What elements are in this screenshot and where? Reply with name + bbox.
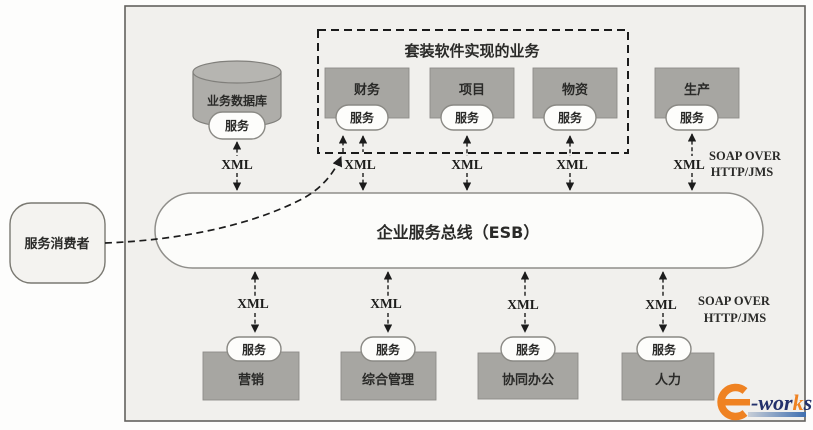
module-hr-label: 人力 <box>655 372 681 388</box>
xml-label: XML <box>556 157 588 172</box>
module-project: 项目 服务 <box>429 67 515 131</box>
module-finance-label: 财务 <box>354 82 381 98</box>
consumer-route-dashed-arrow <box>104 156 343 244</box>
module-hr: 服务 人力 <box>621 336 715 401</box>
soap-line2: HTTP/JMS <box>704 311 767 325</box>
module-office-label: 协同办公 <box>502 372 554 388</box>
xml-connector-finance: XML <box>338 135 376 191</box>
module-marketing-service-label: 服务 <box>242 342 267 357</box>
packaged-software-title: 套装软件实现的业务 <box>403 42 540 60</box>
module-finance: 财务 服务 <box>324 67 410 131</box>
xml-connector-hr: XML <box>645 271 677 333</box>
module-production-service-oval <box>665 104 719 131</box>
database-cylinder-top <box>192 60 282 84</box>
module-hr-service-oval <box>636 336 692 362</box>
module-office-service-oval <box>500 336 556 362</box>
xml-label: XML <box>221 157 253 172</box>
database-service-oval <box>208 111 266 140</box>
xml-connector-production: XML <box>673 133 705 191</box>
xml-label: XML <box>673 157 705 172</box>
module-admin-service-oval <box>360 336 416 362</box>
xml-connector-materials: XML <box>556 135 588 191</box>
soap-line1: SOAP OVER <box>698 294 771 308</box>
database-service-label: 服务 <box>225 118 250 133</box>
module-finance-service-oval <box>335 104 389 131</box>
eworks-logo: -works <box>717 383 812 421</box>
eworks-logo-e-icon <box>717 383 748 421</box>
xml-label: XML <box>370 296 402 311</box>
soap-note-top: SOAP OVER HTTP/JMS <box>709 149 782 179</box>
soap-note-bottom: SOAP OVER HTTP/JMS <box>698 294 771 325</box>
module-project-label: 项目 <box>459 83 485 98</box>
module-marketing-service-oval <box>226 336 282 362</box>
module-office-service-label: 服务 <box>516 342 541 357</box>
xml-connector-marketing: XML <box>237 271 269 333</box>
module-finance-service-label: 服务 <box>350 110 375 125</box>
eworks-logo-text: -works <box>751 390 812 415</box>
service-consumer: 服务消费者 <box>9 202 106 284</box>
xml-connector-database: XML <box>221 141 253 191</box>
packaged-software-group: 套装软件实现的业务 <box>317 29 629 154</box>
service-consumer-label: 服务消费者 <box>24 236 89 252</box>
esb-bus: 企业服务总线（ESB） <box>154 192 764 269</box>
xml-label: XML <box>645 297 677 312</box>
xml-connector-project: XML <box>451 135 483 191</box>
esb-stadium <box>154 192 764 269</box>
module-production-label: 生产 <box>684 82 710 98</box>
module-marketing: 服务 营销 <box>202 336 300 401</box>
xml-label: XML <box>451 157 483 172</box>
packaged-software-dashed-border <box>317 29 629 154</box>
module-admin-label: 综合管理 <box>362 372 414 388</box>
module-materials-label: 物资 <box>562 82 588 98</box>
module-marketing-label: 营销 <box>238 372 264 388</box>
soap-line2: HTTP/JMS <box>711 165 774 179</box>
module-admin: 服务 综合管理 <box>340 336 437 401</box>
module-materials-service-label: 服务 <box>558 110 583 125</box>
module-production: 生产 服务 <box>654 67 740 131</box>
xml-label: XML <box>344 157 376 172</box>
module-office: 服务 协同办公 <box>477 336 579 400</box>
module-project-service-oval <box>440 104 494 131</box>
soap-line1: SOAP OVER <box>709 149 782 163</box>
module-production-service-label: 服务 <box>680 110 705 125</box>
xml-connector-admin: XML <box>370 271 402 333</box>
eworks-logo-underline <box>748 412 806 417</box>
module-hr-service-label: 服务 <box>652 342 677 357</box>
esb-label: 企业服务总线（ESB） <box>376 223 540 242</box>
xml-connector-office: XML <box>507 271 539 333</box>
eworks-logo-e-bar <box>724 399 750 406</box>
module-project-service-label: 服务 <box>455 110 480 125</box>
xml-label: XML <box>507 297 539 312</box>
module-materials: 物资 服务 <box>532 67 618 131</box>
module-materials-service-oval <box>543 104 597 131</box>
database-label: 业务数据库 <box>207 93 267 108</box>
business-database: 业务数据库 服务 <box>192 60 282 140</box>
xml-label: XML <box>237 296 269 311</box>
module-admin-service-label: 服务 <box>376 342 401 357</box>
